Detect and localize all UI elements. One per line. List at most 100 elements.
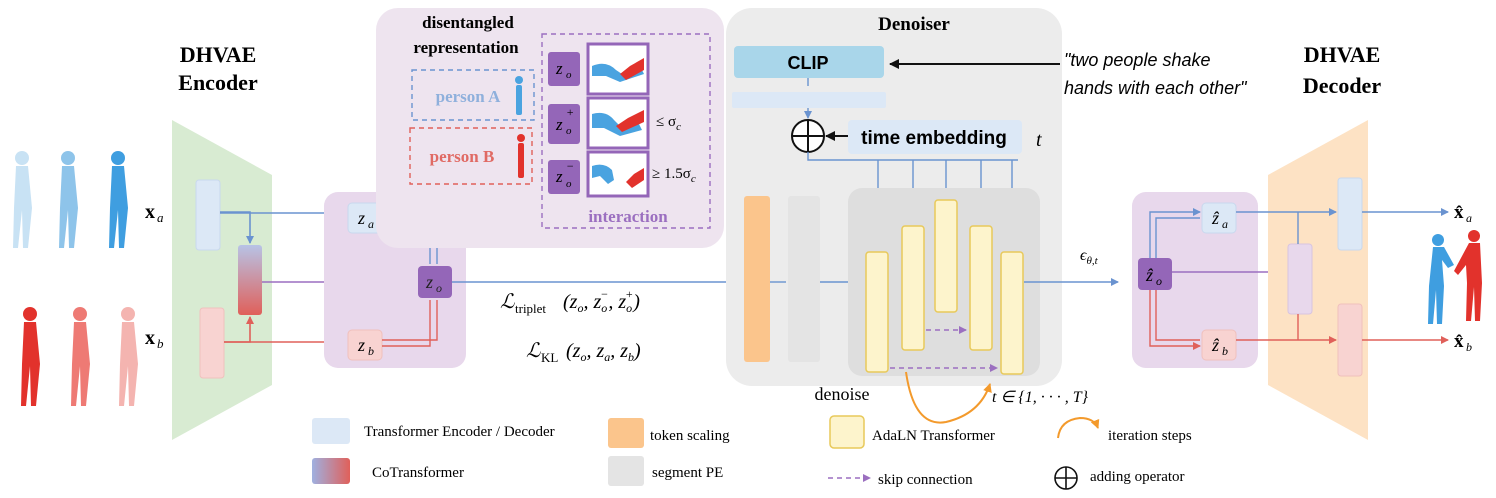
- legend-segment-pe: segment PE: [652, 465, 723, 481]
- zo-plus-sup: +: [566, 105, 574, 119]
- output-xb-label: x̂ b: [1454, 331, 1472, 354]
- encoder-title: DHVAE Encoder: [178, 42, 258, 95]
- prompt-line1: "two people shake: [1064, 50, 1211, 70]
- legend-segment-pe-swatch: [608, 456, 644, 486]
- legend-transformer: Transformer Encoder / Decoder: [364, 424, 555, 440]
- output-xb-sub: b: [1466, 340, 1472, 354]
- latent-zb-text: z: [357, 335, 365, 355]
- output-xa-label: x̂ a: [1454, 202, 1472, 225]
- zo-minus-row: z − o ≥ 1.5σc: [548, 150, 696, 198]
- decoder-za: [1201, 202, 1237, 234]
- zo-minus-condition: ≥ 1.5σc: [652, 166, 696, 185]
- triplet-L: ℒ: [500, 291, 515, 313]
- iteration-arrow: [905, 371, 992, 424]
- decoder-transformer-a: [1337, 177, 1363, 251]
- legend-cotransformer: CoTransformer: [372, 465, 464, 481]
- token-scaling-block: [744, 196, 770, 362]
- disentangled-title-2: representation: [413, 38, 519, 57]
- clip-label: CLIP: [787, 53, 828, 73]
- input-xb: x: [145, 327, 155, 349]
- adaln-block-2: [901, 225, 925, 351]
- output-xa-sub: a: [1466, 211, 1472, 225]
- decoder-zb-text: ẑ: [1211, 335, 1220, 355]
- legend-adding: adding operator: [1090, 469, 1185, 485]
- disentangled-title-1: disentangled: [422, 13, 514, 32]
- zo-plus-row: z + o ≤ σc: [548, 96, 681, 150]
- kl-L: ℒ: [526, 340, 541, 362]
- latent-zb-sub: b: [368, 344, 374, 358]
- triplet-loss: ℒ triplet (zo, zo−, zo+): [500, 287, 640, 316]
- interaction-box: [541, 33, 711, 229]
- prompt-line2: hands with each other": [1064, 78, 1248, 98]
- decoder-zo-sub: o: [1156, 274, 1162, 288]
- legend-adaln: AdaLN Transformer: [872, 428, 995, 444]
- denoiser-title: Denoiser: [878, 14, 950, 35]
- time-embedding-label: time embedding: [861, 128, 1007, 149]
- person-b-motion-figures: [21, 307, 138, 406]
- time-variable: t: [1036, 129, 1042, 151]
- legend: Transformer Encoder / Decoder CoTransfor…: [312, 415, 1192, 490]
- input-xa-label: x a: [145, 201, 164, 225]
- person-a-icon: [515, 76, 523, 115]
- zo-plus-sub: o: [566, 125, 572, 137]
- latent-zb: [347, 329, 383, 361]
- zo-minus-sub: o: [566, 178, 572, 190]
- zo-plus-condition: ≤ σc: [656, 114, 681, 133]
- kl-loss: ℒ KL (zo, za, zb): [526, 340, 641, 365]
- output-xa: x̂: [1454, 202, 1464, 223]
- adaln-block-1: [865, 251, 889, 373]
- decoder-latent-box: [1132, 192, 1258, 368]
- interaction-label: interaction: [588, 207, 668, 226]
- latent-za-sub: a: [368, 217, 374, 231]
- adaln-block-4: [969, 225, 993, 351]
- output-handshake-figures: [1428, 230, 1482, 324]
- clip-block: [734, 46, 884, 78]
- encoder-title-line2: Encoder: [178, 70, 258, 95]
- input-xb-label: x b: [145, 327, 164, 351]
- output-xb: x̂: [1454, 331, 1464, 352]
- zo-row-z: z: [555, 59, 563, 78]
- decoder-zo: [1138, 258, 1172, 290]
- adaln-block-5: [1000, 251, 1024, 375]
- encoder-title-line1: DHVAE: [180, 42, 257, 67]
- legend-skip: skip connection: [878, 472, 973, 488]
- t-range: t ∈ {1, · · · , T}: [992, 389, 1089, 406]
- input-xa: x: [145, 201, 155, 223]
- zo-minus-z: z: [555, 167, 563, 186]
- person-a-motion-figures: [13, 151, 128, 248]
- triplet-args: (zo, zo−, zo+): [563, 287, 640, 315]
- legend-adaln-swatch: [829, 415, 865, 449]
- legend-token-scaling: token scaling: [650, 428, 730, 444]
- decoder-title-line2: Decoder: [1303, 73, 1381, 98]
- decoder-za-sub: a: [1222, 217, 1228, 231]
- person-a-label: person A: [436, 87, 501, 106]
- adaln-block-3: [934, 199, 958, 313]
- person-b-label: person B: [430, 147, 495, 166]
- kl-args: (zo, za, zb): [566, 340, 641, 364]
- zo-row-sub: o: [566, 69, 572, 81]
- legend-cotransformer-swatch: [312, 458, 350, 484]
- legend-transformer-swatch: [312, 418, 350, 444]
- zo-row: z o: [548, 42, 650, 96]
- decoder-zb-sub: b: [1222, 344, 1228, 358]
- decoder-title-line1: DHVAE: [1304, 42, 1381, 67]
- time-embedding-block: [848, 120, 1022, 154]
- latent-zo: [418, 266, 452, 298]
- segment-pe-block: [788, 196, 820, 362]
- decoder-cotransformer: [1287, 243, 1313, 315]
- denoise-label: denoise: [815, 384, 870, 404]
- triplet-sub: triplet: [515, 301, 546, 316]
- latent-zo-text: z: [425, 272, 433, 292]
- epsilon-label: ϵθ,t: [1080, 247, 1099, 267]
- clip-embedding: [732, 92, 886, 108]
- person-b-icon: [517, 134, 525, 178]
- zo-plus-z: z: [555, 115, 563, 134]
- decoder-zb: [1201, 329, 1237, 361]
- encoder-transformer-a: [195, 179, 221, 251]
- adding-operator: [791, 119, 825, 153]
- latent-za-text: z: [357, 208, 365, 228]
- encoder-cotransformer: [238, 245, 262, 315]
- person-a-box: [411, 69, 535, 121]
